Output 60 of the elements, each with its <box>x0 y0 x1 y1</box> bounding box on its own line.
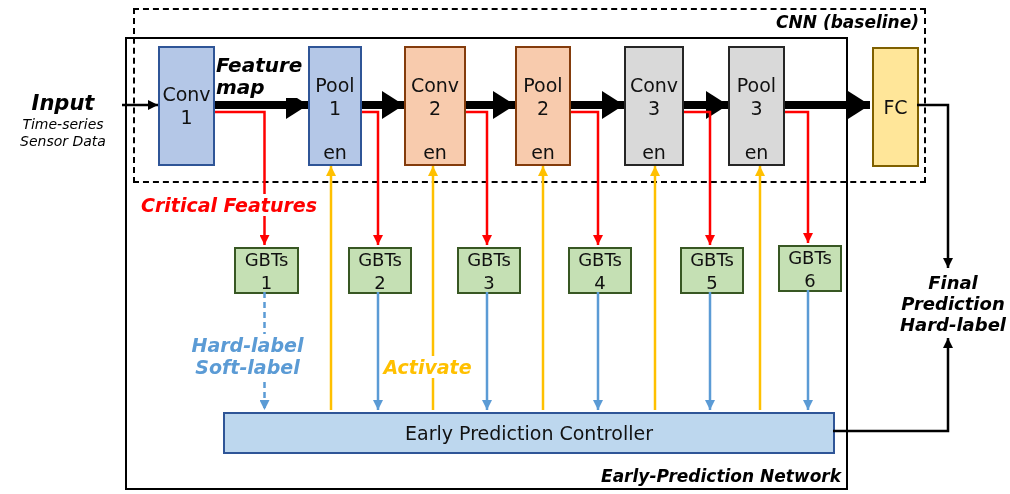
arrow <box>803 290 813 410</box>
arrow <box>538 166 548 410</box>
classifier-box <box>234 247 299 294</box>
arrow <box>215 110 270 245</box>
node-label: GBTs 2 <box>357 247 403 294</box>
enable-label: en <box>531 141 555 164</box>
arrow <box>362 110 383 245</box>
classifier-box <box>457 247 521 294</box>
arrow <box>326 166 336 410</box>
arrow <box>705 292 715 410</box>
arrow <box>917 103 953 268</box>
node-label: GBTs 4 <box>577 247 623 294</box>
arrow <box>571 110 603 245</box>
classifier-box <box>568 247 632 294</box>
thick-arrow <box>571 91 624 119</box>
thick-arrow <box>466 91 515 119</box>
classifier-box <box>348 247 412 294</box>
node-label: Conv 3 <box>628 74 680 120</box>
arrow <box>122 100 158 110</box>
thick-arrow <box>362 91 404 119</box>
thick-arrow <box>684 91 728 119</box>
arrow <box>833 338 953 433</box>
arrow <box>593 292 603 410</box>
layer-box <box>308 46 362 166</box>
arrow <box>482 292 492 410</box>
node-label: Conv 2 <box>409 74 461 120</box>
layer-box <box>728 46 785 166</box>
enable-label: en <box>642 141 666 164</box>
classifier-box <box>778 245 842 292</box>
layer-box <box>158 46 215 166</box>
arrow <box>259 292 270 410</box>
layer-box <box>404 46 466 166</box>
enable-label: en <box>744 141 769 164</box>
node-label: GBTs 5 <box>689 247 735 294</box>
layer-box <box>872 47 919 167</box>
classifier-box <box>680 247 744 294</box>
arrow <box>428 166 438 410</box>
arrow <box>650 166 660 410</box>
node-label: Early Prediction Controller <box>405 421 653 445</box>
controller-box <box>223 412 835 454</box>
arrow <box>684 110 715 245</box>
node-label: Conv 1 <box>161 83 212 129</box>
node-label: Pool 2 <box>522 74 564 120</box>
layer-box <box>624 46 684 166</box>
node-label: GBTs 6 <box>787 245 833 292</box>
arrow <box>785 110 813 243</box>
frame-title: Early-Prediction Network <box>601 466 841 486</box>
node-label: GBTs 3 <box>466 247 512 294</box>
node-label: Pool 3 <box>735 74 778 120</box>
node-label: GBTs 1 <box>243 247 290 294</box>
frame-title: CNN (baseline) <box>776 12 919 32</box>
enable-label: en <box>323 141 347 164</box>
arrow <box>755 166 765 410</box>
thick-arrow <box>785 91 870 119</box>
node-label: FC <box>883 95 908 119</box>
node-label: Pool 1 <box>314 74 356 120</box>
layer-box <box>515 46 571 166</box>
arrow <box>373 292 383 410</box>
enable-label: en <box>423 141 447 164</box>
arrow <box>466 110 492 245</box>
